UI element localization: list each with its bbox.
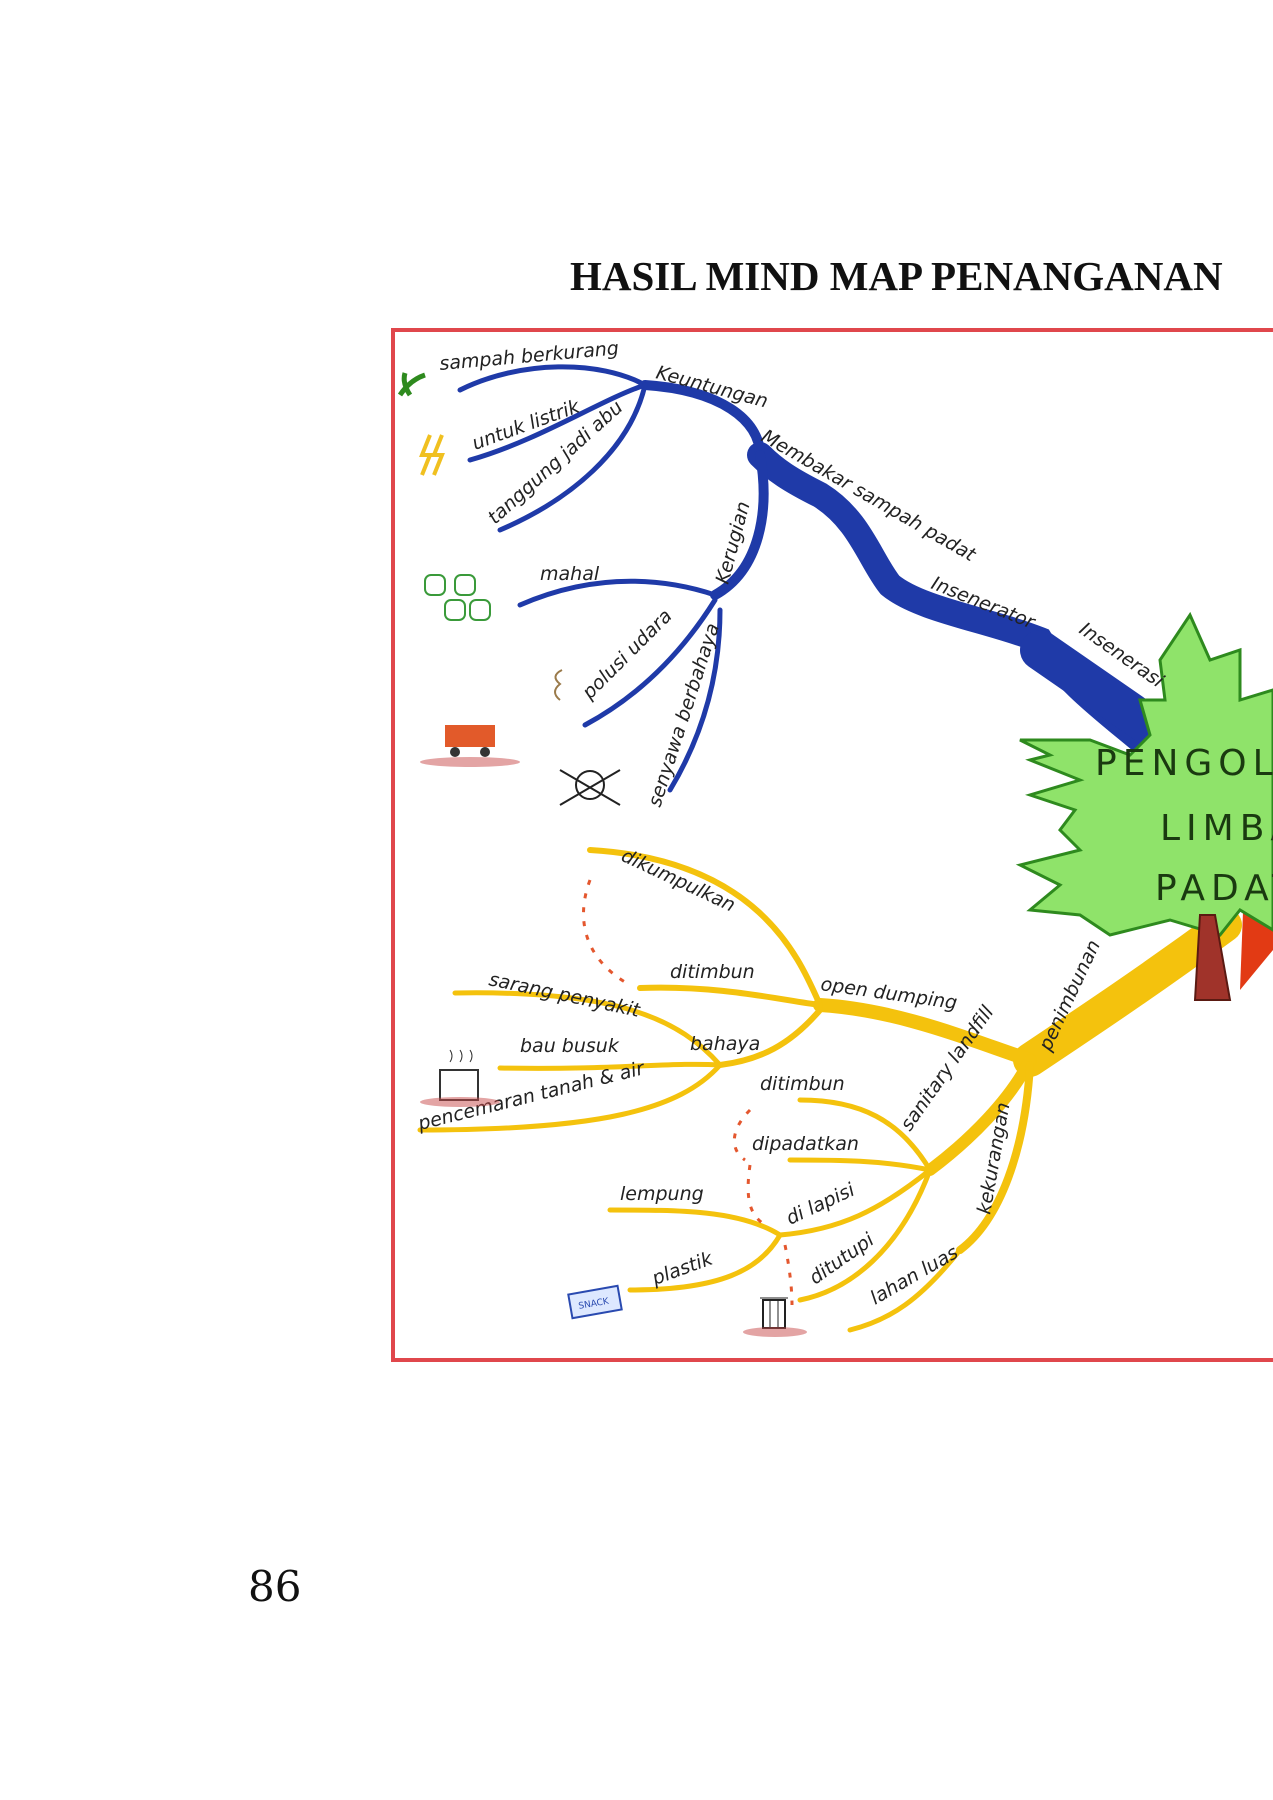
garbage-pile-icon [420, 1049, 500, 1107]
label-senyawa-berbahaya: senyawa berbahaya [644, 621, 724, 810]
label-polusi-udara: polusi udara [577, 605, 676, 704]
truck-icon [420, 725, 520, 767]
mind-map-frame [391, 328, 1273, 1362]
label-ditimbun-open: ditimbun [670, 961, 755, 983]
label-dikumpulkan: dikumpulkan [618, 845, 739, 917]
snack-wrapper-icon: SNACK [567, 1284, 623, 1320]
lightning-icon [419, 434, 445, 476]
skull-icon [559, 769, 621, 806]
smoke-icon [554, 669, 563, 701]
label-mahal: mahal [540, 563, 600, 585]
label-ditutupi: ditutupi [805, 1228, 879, 1289]
page-number: 86 [248, 1562, 302, 1611]
page-title: HASIL MIND MAP PENANGANAN [570, 253, 1223, 299]
label-bau-busuk: bau busuk [520, 1035, 620, 1057]
label-ditimbun-sanitary: ditimbun [760, 1073, 845, 1095]
label-keuntungan: Keuntungan [654, 362, 771, 413]
money-bags-icon [424, 574, 491, 621]
leaf-stem [1193, 914, 1232, 1001]
label-lempung: lempung [620, 1183, 704, 1205]
sequence-arrows [582, 879, 794, 1306]
label-kerugian: Kerugian [712, 499, 755, 586]
yellow-branch [417, 847, 1242, 1333]
center-topic-line-2: LIMBA [1160, 808, 1273, 849]
leaf-center [1015, 611, 1273, 937]
center-topic-line-1: PENGOL [1095, 743, 1273, 784]
label-dipadatkan: dipadatkan [752, 1133, 859, 1155]
label-kekurangan: kekurangan [973, 1101, 1014, 1216]
plant-icon [397, 372, 426, 397]
label-bahaya: bahaya [690, 1033, 760, 1055]
center-topic-line-3: PADAT [1155, 868, 1273, 909]
trash-can-icon [743, 1297, 807, 1337]
